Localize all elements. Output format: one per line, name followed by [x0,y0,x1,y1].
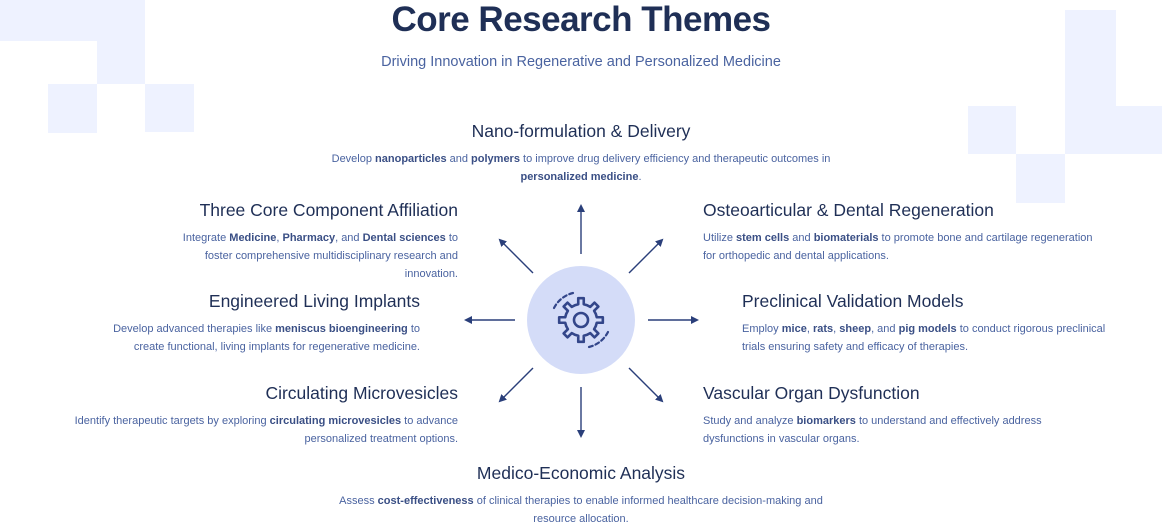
highlight-term: cost-effectiveness [377,495,474,507]
highlight-term: sheep [839,323,872,335]
theme-title: Medico-Economic Analysis [476,463,686,483]
highlight-term: circulating microvesicles [269,415,402,427]
highlight-term: Medicine [229,232,277,244]
decor-square [97,0,145,84]
theme-description: Develop advanced therapies like meniscus… [113,323,420,353]
gear-refresh-icon [552,291,610,349]
highlight-term: Dental sciences [362,232,446,244]
highlight-term: nanoparticles [375,153,447,165]
highlight-term: biomaterials [813,232,879,244]
theme-title: Osteoarticular & Dental Regeneration [703,200,994,220]
decor-square [145,84,194,132]
theme-microvesicles: Circulating Microvesicles Identify thera… [66,382,458,448]
decor-square [1016,154,1065,203]
highlight-term: polymers [471,153,520,165]
arrow-up-right [628,238,664,274]
theme-title: Circulating Microvesicles [265,383,458,403]
highlight-term: Pharmacy [282,232,336,244]
theme-core-affiliation: Three Core Component Affiliation Integra… [70,199,458,283]
page-title: Core Research Themes [391,0,771,39]
decor-square [1065,10,1116,106]
theme-description: Integrate Medicine, Pharmacy, and Dental… [182,232,458,280]
highlight-term: stem cells [736,232,790,244]
highlight-term: pig models [898,323,957,335]
decor-square [968,106,1016,154]
theme-title: Engineered Living Implants [208,291,420,311]
theme-description: Identify therapeutic targets by explorin… [74,415,458,445]
decor-square [1065,106,1162,154]
highlight-term: biomarkers [796,415,856,427]
theme-title: Vascular Organ Dysfunction [703,383,920,403]
theme-medico-economic: Medico-Economic Analysis Assess cost-eff… [326,462,836,528]
theme-living-implants: Engineered Living Implants Develop advan… [78,290,420,356]
theme-description: Assess cost-effectiveness of clinical th… [339,495,823,525]
highlight-term: mice [781,323,807,335]
theme-nano-formulation: Nano-formulation & Delivery Develop nano… [320,120,842,186]
theme-vascular: Vascular Organ Dysfunction Study and ana… [703,382,1053,448]
arrow-down-left [498,367,534,403]
theme-osteoarticular: Osteoarticular & Dental Regeneration Uti… [703,199,1098,265]
theme-description: Develop nanoparticles and polymers to im… [331,153,831,183]
decor-square [0,0,97,41]
theme-description: Utilize stem cells and biomaterials to p… [703,232,1093,262]
theme-preclinical: Preclinical Validation Models Employ mic… [742,290,1107,356]
theme-title: Three Core Component Affiliation [199,200,458,220]
theme-description: Employ mice, rats, sheep, and pig models… [742,323,1106,353]
decor-square [48,84,97,133]
arrow-up-left [498,238,534,274]
theme-title: Nano-formulation & Delivery [471,121,691,141]
arrow-down-right [628,367,664,403]
highlight-term: rats [812,323,834,335]
theme-description: Study and analyze biomarkers to understa… [703,415,1042,445]
highlight-term: personalized medicine [520,171,639,183]
page-subtitle: Driving Innovation in Regenerative and P… [381,54,781,70]
highlight-term: meniscus bioengineering [275,323,408,335]
theme-title: Preclinical Validation Models [742,291,964,311]
